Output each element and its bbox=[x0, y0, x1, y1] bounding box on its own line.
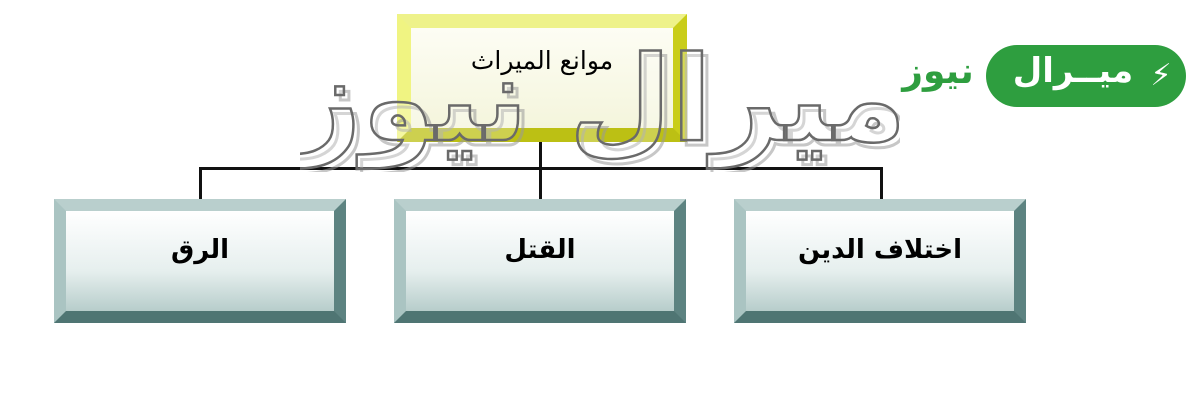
logo-pill bbox=[986, 45, 1186, 107]
logo-rest-text: نيوز bbox=[902, 51, 974, 92]
child-node-label: اختلاف الدين bbox=[797, 235, 963, 265]
connector-root-stem bbox=[539, 142, 542, 168]
root-node-label: موانع الميراث bbox=[470, 46, 614, 75]
connector-drop-left bbox=[199, 167, 202, 200]
root-node: موانع الميراث bbox=[397, 14, 687, 142]
logo: ميــرال ⚡︎ نيوز bbox=[888, 45, 1188, 107]
lightning-bolt-icon: ⚡︎ bbox=[1150, 58, 1172, 93]
child-node-killing: القتل bbox=[394, 199, 686, 323]
child-node-label: الرق bbox=[170, 235, 230, 265]
connector-drop-right bbox=[880, 167, 883, 200]
child-node-religion-difference: اختلاف الدين bbox=[734, 199, 1026, 323]
child-node-slavery: الرق bbox=[54, 199, 346, 323]
connector-drop-middle bbox=[539, 167, 542, 200]
child-node-label: القتل bbox=[504, 235, 576, 265]
logo-pill-text: ميــرال bbox=[1012, 51, 1134, 91]
